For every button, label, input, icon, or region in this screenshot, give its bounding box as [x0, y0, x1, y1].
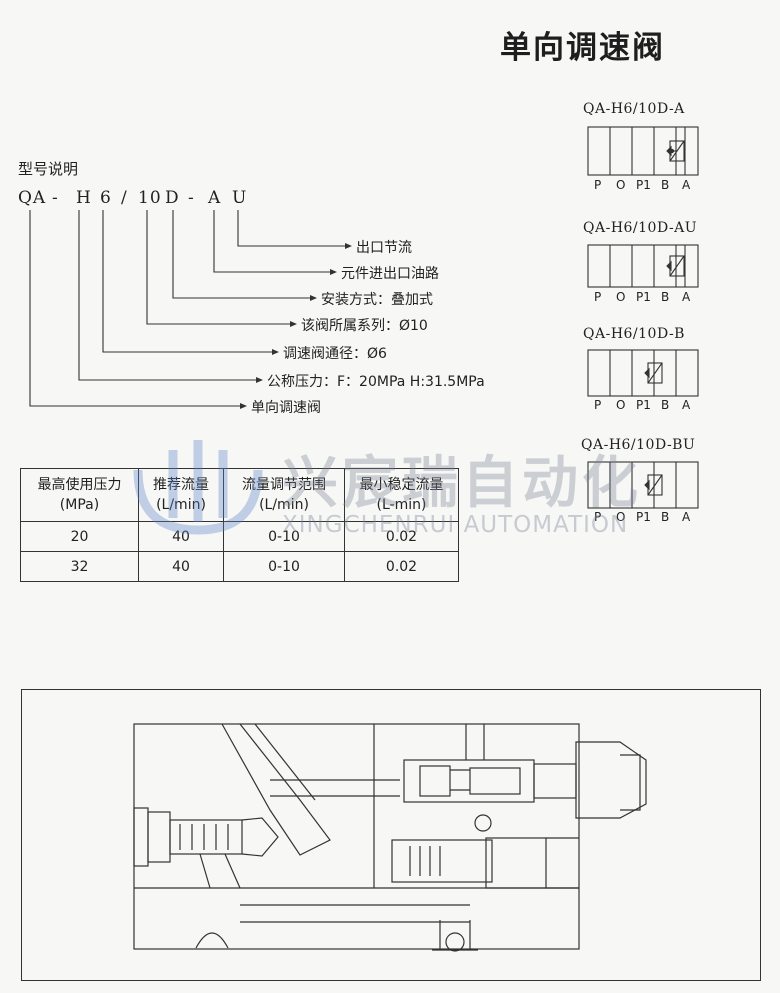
port-a: A — [682, 510, 691, 524]
port-o: O — [616, 290, 626, 304]
port-a: A — [682, 290, 691, 304]
port-o: O — [616, 178, 626, 192]
table-cell: 0-10 — [223, 551, 345, 582]
code-part-h: H — [76, 188, 92, 208]
legend-pressure: 公称压力：F：20MPa H:31.5MPa — [267, 374, 485, 390]
code-part-u: U — [232, 188, 248, 208]
header-min-flow: 最小稳定流量(L-min) — [344, 468, 459, 522]
model-heading: 型号说明 — [18, 160, 79, 178]
table-cell: 20 — [20, 521, 139, 552]
symbol-a — [587, 126, 699, 176]
port-o: O — [616, 398, 626, 412]
table-cell: 40 — [138, 551, 224, 582]
table-row: 32 40 0-10 0.02 — [20, 551, 459, 582]
watermark-text-cn: 兴宸瑞自动化 — [282, 451, 642, 516]
variant-label-au: QA-H6/10D-AU — [583, 220, 698, 236]
code-part-10: 10 — [138, 188, 162, 208]
port-b: B — [661, 510, 670, 524]
watermark-logo — [133, 440, 263, 535]
port-p1: P1 — [636, 510, 651, 524]
port-b: B — [661, 398, 670, 412]
header-recommended-flow: 推荐流量(L/min) — [138, 468, 224, 522]
section-drawing-frame — [21, 689, 761, 981]
page-title: 单向调速阀 — [500, 30, 665, 66]
port-p1: P1 — [636, 178, 651, 192]
symbol-bu — [587, 461, 699, 509]
port-o: O — [616, 510, 626, 524]
legend-mounting: 安装方式：叠加式 — [321, 292, 433, 308]
symbol-au — [587, 244, 699, 288]
symbol-b — [587, 349, 699, 397]
legend-bore: 调速阀通径：Ø6 — [283, 346, 387, 362]
port-a: A — [682, 398, 691, 412]
code-part-qa: QA — [18, 188, 47, 208]
port-p: P — [594, 290, 602, 304]
header-max-pressure: 最高使用压力(MPa) — [20, 468, 139, 522]
code-slash: / — [121, 188, 128, 208]
header-flow-range: 流量调节范围(L/min) — [223, 468, 345, 522]
legend-outlet-throttle: 出口节流 — [356, 240, 412, 256]
port-p: P — [594, 398, 602, 412]
spec-table: 最高使用压力(MPa) 推荐流量(L/min) 流量调节范围(L/min) 最小… — [20, 468, 459, 582]
code-dash-2: - — [188, 188, 195, 208]
variant-label-b: QA-H6/10D-B — [583, 326, 685, 342]
code-part-a: A — [208, 188, 222, 208]
code-dash-1: - — [52, 188, 59, 208]
code-part-d: D — [165, 188, 180, 208]
spec-table-header: 最高使用压力(MPa) 推荐流量(L/min) 流量调节范围(L/min) 最小… — [20, 468, 459, 522]
legend-series: 该阀所属系列：Ø10 — [301, 318, 428, 334]
legend-valve-name: 单向调速阀 — [251, 400, 321, 416]
table-cell: 0.02 — [344, 551, 459, 582]
port-a: A — [682, 178, 691, 192]
code-part-6: 6 — [100, 188, 112, 208]
variant-label-bu: QA-H6/10D-BU — [581, 437, 696, 453]
port-b: B — [661, 178, 670, 192]
port-p1: P1 — [636, 398, 651, 412]
variant-label-a: QA-H6/10D-A — [583, 101, 685, 117]
port-p: P — [594, 510, 602, 524]
port-p1: P1 — [636, 290, 651, 304]
table-cell: 32 — [20, 551, 139, 582]
watermark-text-en: XINGCHENRUI AUTOMATION — [282, 512, 629, 538]
port-p: P — [594, 178, 602, 192]
port-b: B — [661, 290, 670, 304]
legend-oil-path: 元件进出口油路 — [341, 266, 439, 282]
